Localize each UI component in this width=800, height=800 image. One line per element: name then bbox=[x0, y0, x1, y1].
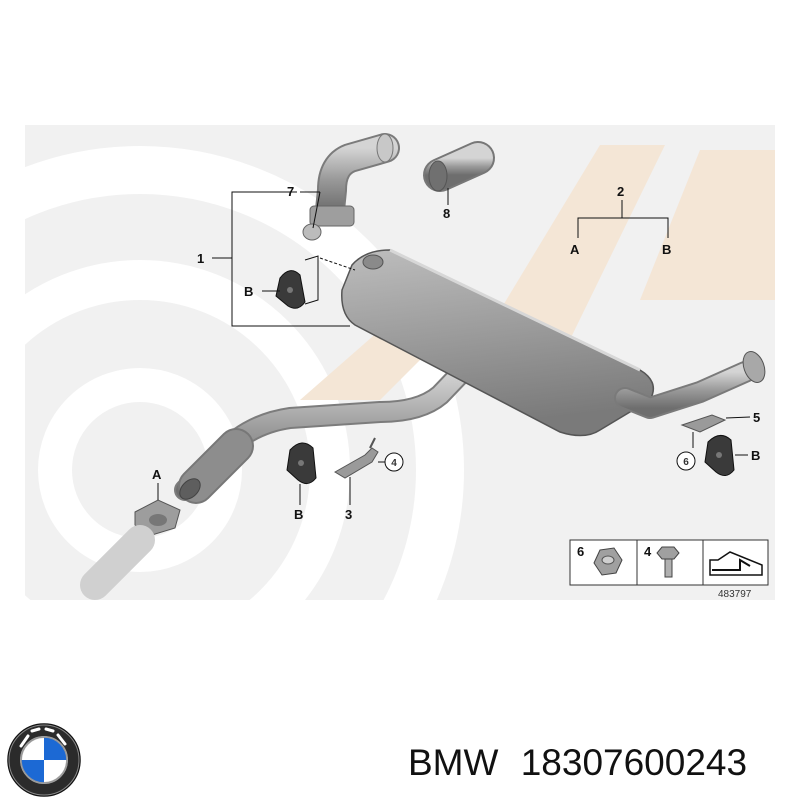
rear-muffler bbox=[341, 248, 766, 437]
part-number: 18307600243 bbox=[520, 742, 748, 783]
rubber-hanger-left bbox=[275, 270, 306, 309]
hex-nut-icon bbox=[593, 547, 623, 576]
watermark-background bbox=[25, 125, 775, 600]
drawing-number: 483797 bbox=[718, 589, 752, 600]
circled-callout-4: 4 bbox=[384, 452, 404, 472]
svg-text:6: 6 bbox=[683, 457, 689, 468]
svg-text:4: 4 bbox=[391, 458, 397, 469]
callout-1: 1 bbox=[197, 251, 204, 266]
legend-label-4: 4 bbox=[644, 544, 652, 559]
callout-b-left: B bbox=[244, 284, 253, 299]
callout-8: 8 bbox=[443, 206, 450, 221]
callout-5: 5 bbox=[753, 410, 760, 425]
legend-label-6: 6 bbox=[577, 544, 584, 559]
callout-7: 7 bbox=[287, 184, 294, 199]
bmw-roundel-icon bbox=[7, 723, 81, 797]
callout-2-a: A bbox=[570, 242, 580, 257]
callout-labels: 7 8 1 B 2 A B A B 3 5 B bbox=[152, 184, 760, 522]
callout-b-bottom: B bbox=[294, 507, 303, 522]
rubber-hanger-middle bbox=[286, 442, 317, 484]
exhaust-tip-pipe bbox=[423, 141, 495, 192]
brand-name: BMW bbox=[408, 742, 499, 783]
hex-bolt-icon bbox=[656, 546, 680, 578]
mounting-bracket-3 bbox=[334, 437, 379, 479]
leader-lines bbox=[157, 188, 751, 505]
callout-2: 2 bbox=[617, 184, 624, 199]
pipe-clamp bbox=[80, 499, 181, 600]
circled-callout-6: 6 bbox=[676, 451, 696, 471]
callout-a-lower: A bbox=[152, 467, 162, 482]
rubber-hanger-right bbox=[704, 435, 735, 476]
callout-2-b: B bbox=[662, 242, 671, 257]
part-caption: BMW 18307600243 bbox=[408, 738, 793, 788]
front-exhaust-pipe bbox=[174, 361, 473, 504]
exhaust-bend-pipe bbox=[302, 133, 400, 241]
callout-b-right: B bbox=[751, 448, 760, 463]
wedge-tool-icon bbox=[709, 551, 763, 576]
callout-3: 3 bbox=[345, 507, 352, 522]
fastener-legend: 6 4 483797 bbox=[569, 539, 769, 600]
mounting-bracket-5 bbox=[680, 414, 727, 433]
